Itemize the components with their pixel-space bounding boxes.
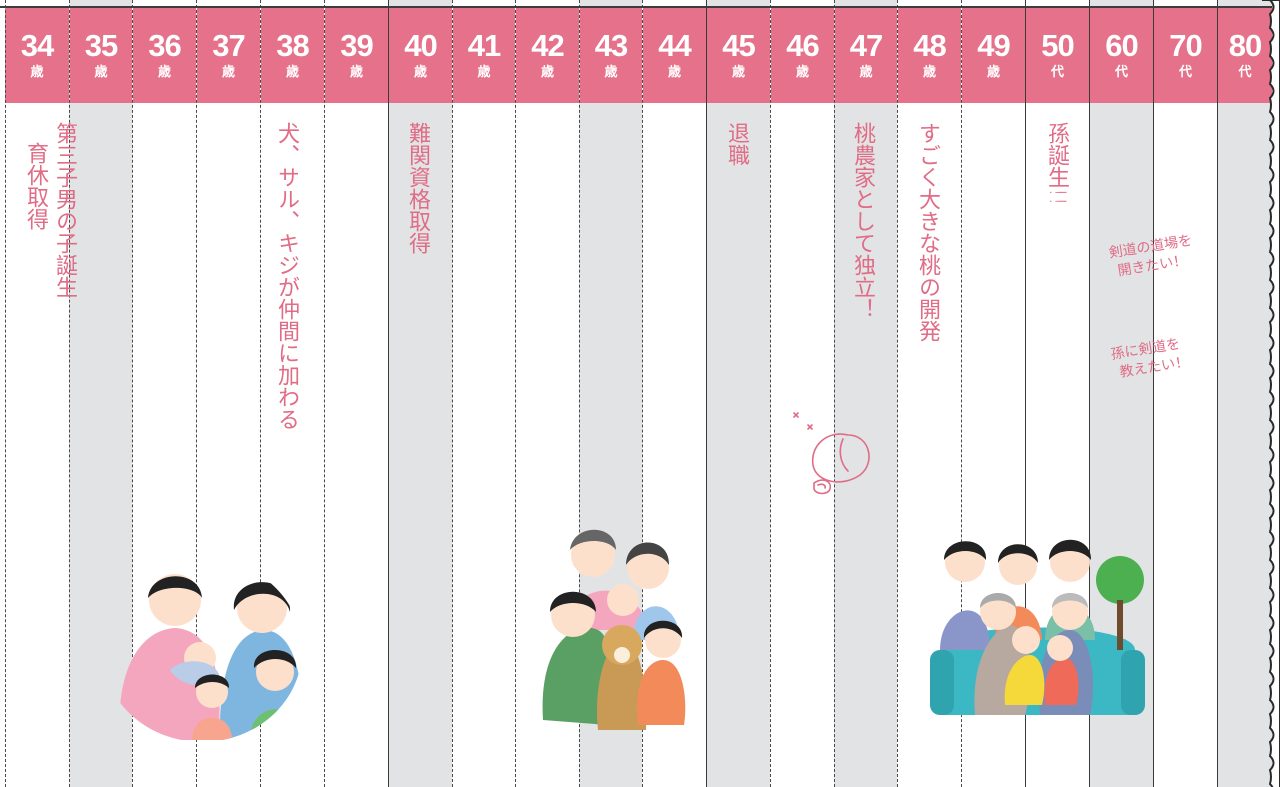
age-column-header: 45 歳 (707, 8, 770, 103)
age-column-header: 36 歳 (133, 8, 196, 103)
age-number: 42 (531, 28, 564, 63)
age-number: 41 (467, 28, 501, 63)
age-number: 47 (849, 28, 883, 63)
age-number: 40 (404, 28, 437, 63)
age-column: 49 歳 (961, 0, 1025, 787)
age-column: 70 代 (1153, 0, 1217, 787)
age-column: 40 歳 (388, 0, 452, 787)
age-unit: 歳 (221, 65, 235, 80)
age-unit: 歳 (349, 65, 363, 80)
age-number: 39 (340, 28, 373, 63)
age-number: 49 (977, 28, 1010, 63)
age-column: 46 歳 (770, 0, 834, 787)
event-age34-line1: 第三子男の子誕生 (52, 122, 77, 298)
age-unit: 歳 (986, 65, 1000, 80)
age-unit: 代 (1050, 65, 1064, 80)
age-column: 36 歳 (132, 0, 196, 787)
age-number: 43 (594, 28, 628, 63)
event-age38: 犬、サル、キジが仲間に加わる (274, 122, 299, 430)
age-column-header: 50 代 (1026, 8, 1089, 103)
age-number: 36 (148, 28, 181, 63)
age-unit: 歳 (604, 65, 618, 80)
age-number: 70 (1169, 28, 1202, 63)
age-number: 35 (84, 28, 118, 63)
age-number: 44 (658, 28, 691, 63)
age-column-header: 60 代 (1090, 8, 1153, 103)
age-column-header: 80 代 (1218, 8, 1272, 103)
event-age40: 難関資格取得 (405, 122, 430, 254)
event-age45: 退職 (724, 122, 749, 166)
top-border (0, 6, 1272, 8)
age-number: 38 (276, 28, 309, 63)
age-column-header: 34 歳 (5, 8, 69, 103)
age-column-header: 47 歳 (835, 8, 897, 103)
age-number: 48 (913, 28, 946, 63)
age-column: 48 歳 (897, 0, 961, 787)
age-unit: 代 (1238, 65, 1252, 80)
age-column: 47 歳 (834, 0, 897, 787)
age-column-header: 43 歳 (580, 8, 642, 103)
age-column-header: 39 歳 (325, 8, 388, 103)
age-unit: 代 (1178, 65, 1192, 80)
age-number: 46 (786, 28, 819, 63)
age-column: 50 代 (1025, 0, 1089, 787)
age-number: 37 (212, 28, 245, 63)
age-number: 80 (1228, 28, 1262, 63)
age-number: 34 (20, 28, 54, 63)
age-column: 35 歳 (69, 0, 132, 787)
age-column-header: 41 歳 (453, 8, 515, 103)
age-number: 45 (722, 28, 755, 63)
age-unit: 歳 (859, 65, 873, 80)
event-age50: 孫誕生!! (1044, 122, 1069, 206)
age-unit: 歳 (94, 65, 108, 80)
age-column-header: 37 歳 (197, 8, 260, 103)
event-age34-line2: 育休取得 (23, 142, 48, 230)
age-column-header: 38 歳 (261, 8, 324, 103)
age-unit: 歳 (667, 65, 681, 80)
age-column: 80 代 (1217, 0, 1272, 787)
age-column: 42 歳 (515, 0, 579, 787)
age-unit: 歳 (540, 65, 554, 80)
age-column-header: 44 歳 (643, 8, 706, 103)
left-dashed-edge (5, 0, 6, 787)
age-number: 50 (1041, 28, 1074, 63)
torn-paper-edge (1262, 0, 1280, 787)
age-column: 45 歳 (706, 0, 770, 787)
age-unit: 歳 (30, 65, 44, 80)
family-with-dog-illustration (542, 529, 686, 730)
age-column: 37 歳 (196, 0, 260, 787)
age-unit: 代 (1114, 65, 1128, 80)
age-column: 44 歳 (642, 0, 706, 787)
age-unit: 歳 (413, 65, 427, 80)
age-unit: 歳 (477, 65, 491, 80)
age-column-header: 42 歳 (516, 8, 579, 103)
three-generation-family-illustration (930, 539, 1145, 715)
family-with-baby-illustration (119, 574, 302, 740)
event-age34: 第三子男の子誕生 育休取得 (21, 122, 79, 298)
age-column: 38 歳 (260, 0, 324, 787)
event-age48: すごく大きな桃の開発 (915, 122, 940, 342)
age-unit: 歳 (285, 65, 299, 80)
age-unit: 歳 (157, 65, 171, 80)
age-column: 34 歳 (5, 0, 69, 787)
event-age47: 桃農家として独立！ (850, 122, 875, 320)
age-column-header: 49 歳 (962, 8, 1025, 103)
age-column-header: 40 歳 (389, 8, 452, 103)
age-unit: 歳 (795, 65, 809, 80)
age-unit: 歳 (731, 65, 745, 80)
peach-doodle-icon (793, 412, 870, 495)
age-column: 39 歳 (324, 0, 388, 787)
age-unit: 歳 (922, 65, 936, 80)
age-column-header: 46 歳 (771, 8, 834, 103)
age-number: 60 (1105, 28, 1138, 63)
age-column-header: 35 歳 (70, 8, 132, 103)
age-column-header: 70 代 (1154, 8, 1217, 103)
age-column: 41 歳 (452, 0, 515, 787)
age-column-header: 48 歳 (898, 8, 961, 103)
